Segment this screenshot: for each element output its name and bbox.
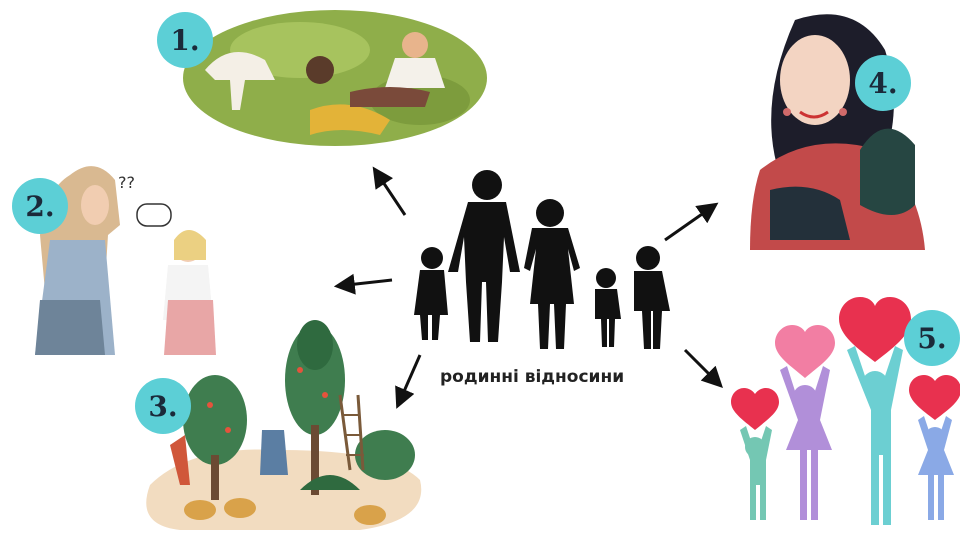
child-figure-2 <box>918 416 954 520</box>
badge-2: 2. <box>12 178 68 234</box>
arrows <box>333 166 723 409</box>
mother-daughter-talk-icon: ?? <box>35 166 216 355</box>
woman-figure <box>780 366 832 520</box>
badge-5: 5. <box>904 310 960 366</box>
arrow-to-3 <box>395 354 422 409</box>
badge-3: 3. <box>135 378 191 434</box>
arrow-to-2 <box>333 273 393 295</box>
arrow-to-4 <box>664 202 719 242</box>
badge-4: 4. <box>855 55 911 111</box>
family-silhouette-icon <box>414 170 670 349</box>
svg-text:??: ?? <box>118 173 135 192</box>
badge-1: 1. <box>157 12 213 68</box>
garden-work-icon <box>146 320 422 530</box>
arrow-to-1 <box>372 166 407 216</box>
arrow-to-5 <box>683 348 723 388</box>
child-figure-1 <box>740 426 772 520</box>
center-label: родинні відносини <box>440 367 624 387</box>
family-hearts-icon <box>731 297 960 525</box>
picnic-family-icon <box>183 10 487 146</box>
man-figure <box>847 346 903 525</box>
mother-with-baby-icon <box>750 14 925 250</box>
